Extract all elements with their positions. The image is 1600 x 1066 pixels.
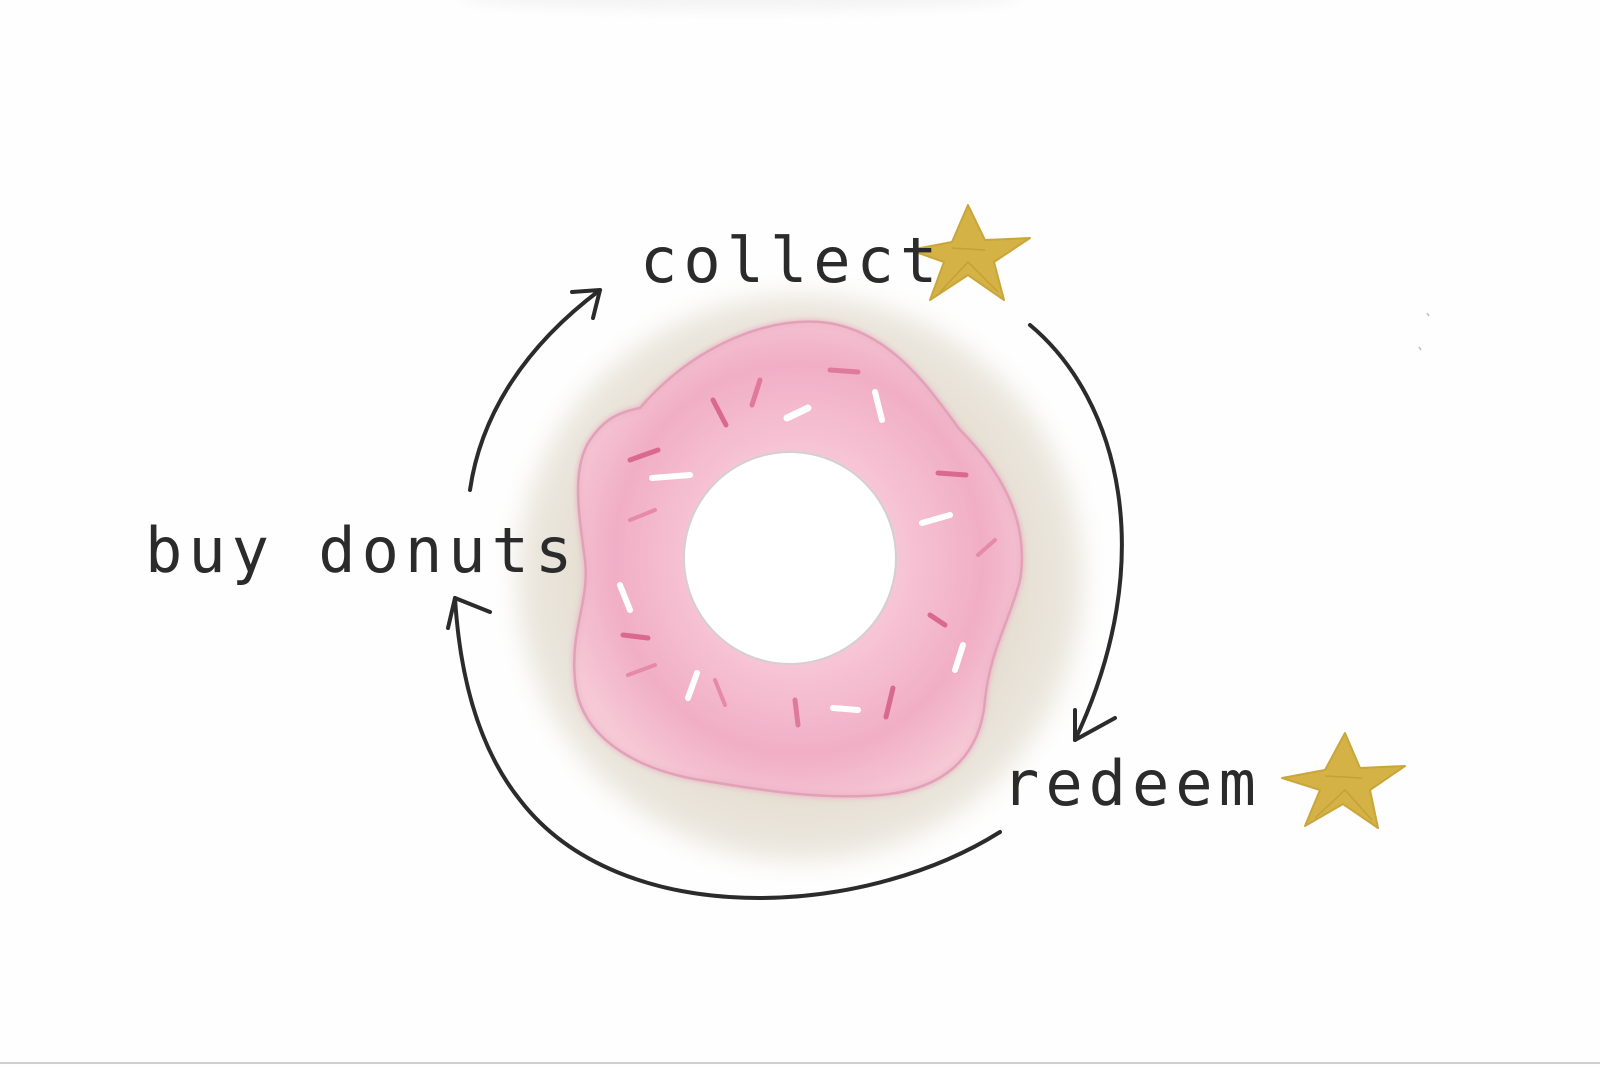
top-shadow: [460, 0, 1020, 10]
arrow-to-redeem-head: [1073, 708, 1117, 742]
arrow-to-buy-head: [446, 596, 492, 630]
sprinkle: [872, 389, 885, 423]
cycle-arrows: [446, 288, 1124, 900]
sprinkle: [710, 397, 729, 428]
sprinkle: [649, 472, 693, 481]
donut-frosting-outline: [572, 320, 1024, 798]
star-icon: [909, 204, 1031, 301]
sprinkle: [620, 632, 651, 641]
sprinkle: [628, 508, 657, 522]
sprinkle: [685, 670, 700, 701]
sprinkle: [792, 697, 801, 728]
sprinkle: [927, 612, 948, 628]
sprinkle: [627, 447, 661, 463]
sprinkle: [617, 582, 633, 613]
sprinkle: [935, 470, 969, 478]
sprinkle: [976, 538, 997, 557]
donut-sprinkles: [617, 367, 997, 728]
bottom-divider: [0, 1062, 1600, 1064]
stray-mark: [1418, 346, 1422, 351]
donut-hole: [683, 451, 897, 665]
sprinkle: [749, 377, 763, 408]
collect-label: collect: [640, 224, 943, 297]
donut-icon: [500, 278, 1100, 878]
sprinkle: [952, 642, 966, 673]
arrow-to-buy: [453, 596, 1002, 900]
buy-donuts-label: buy donuts: [145, 514, 578, 587]
sprinkle: [830, 705, 861, 713]
sprinkle: [827, 367, 861, 375]
arrow-to-redeem: [1028, 323, 1124, 742]
arrow-to-collect: [468, 288, 602, 492]
redeem-label: redeem: [1002, 747, 1262, 820]
sprinkle: [626, 663, 657, 677]
arrow-to-collect-head: [570, 288, 602, 320]
sprinkle: [919, 512, 953, 526]
stray-mark: [1426, 312, 1430, 317]
sprinkle: [713, 678, 727, 707]
sprinkle: [883, 685, 896, 720]
sprinkle: [783, 404, 812, 422]
star-icon: [1281, 732, 1406, 829]
